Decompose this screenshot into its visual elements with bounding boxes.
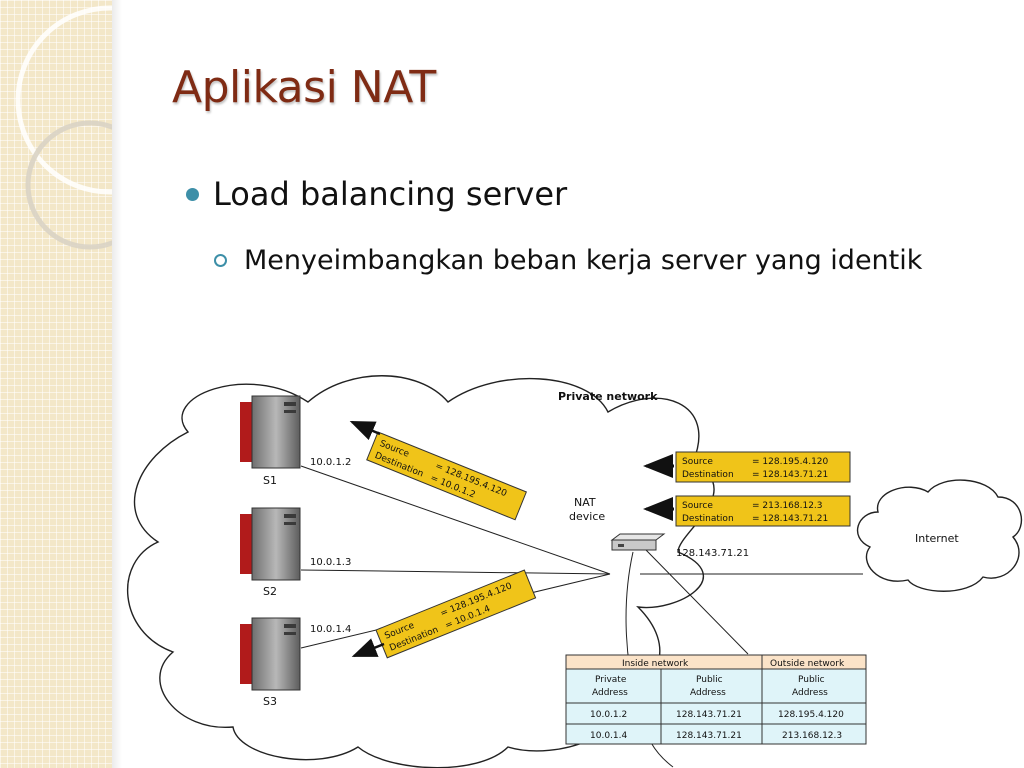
table-group-outside: Outside network (770, 659, 845, 669)
nat-translation-table: Inside network Outside network Private A… (565, 654, 867, 745)
nat-label-line2: device (569, 510, 605, 523)
tag-in2-dest-label: Destination (682, 514, 734, 524)
table-row2-public-out: 213.168.12.3 (782, 731, 842, 741)
tag-in1-dest-value: = 128.143.71.21 (752, 470, 828, 480)
bullet-dot-icon (186, 187, 199, 201)
server-s2-name: S2 (263, 585, 277, 598)
arrow-to-s3 (351, 638, 385, 658)
server-s3-ip: 10.0.1.4 (310, 624, 351, 635)
private-network-label: Private network (558, 390, 658, 403)
bullet-level-2: Menyeimbangkan beban kerja server yang i… (214, 240, 934, 282)
table-row2-private: 10.0.1.4 (590, 731, 627, 741)
server-s1-name: S1 (263, 474, 277, 487)
table-row1-public-out: 128.195.4.120 (778, 710, 844, 720)
nat-device-icon (610, 533, 666, 551)
table-group-inside: Inside network (622, 659, 689, 669)
decorative-side-strip (0, 0, 112, 768)
table-col1-line2: Address (592, 688, 628, 698)
link-table (645, 549, 749, 655)
internet-label: Internet (915, 532, 959, 545)
table-col2-line2: Address (690, 688, 726, 698)
server-s1-ip: 10.0.1.2 (310, 457, 351, 468)
slide-title: Aplikasi NAT (172, 62, 436, 113)
link-s1 (300, 465, 611, 575)
arrow-to-s1 (349, 420, 381, 441)
tag-in1-source-value: = 128.195.4.120 (752, 457, 829, 467)
strip-shadow (112, 0, 122, 768)
decorative-circles (15, 5, 112, 250)
nat-load-balancing-diagram: S1 10.0.1.2 S2 10.0.1.3 S3 10.0.1.4 Priv… (126, 375, 1023, 768)
table-row2-public-in: 128.143.71.21 (676, 731, 742, 741)
bullet-level-1: Load balancing server (186, 175, 567, 213)
table-col3-line1: Public (798, 675, 825, 685)
bullet-ring-icon (214, 254, 227, 267)
tag-in1-dest-label: Destination (682, 470, 734, 480)
tag-in2-dest-value: = 128.143.71.21 (752, 514, 828, 524)
packet-tag-inbound-2: Source = 213.168.12.3 Destination = 128.… (675, 495, 851, 527)
internet-cloud (856, 479, 1023, 592)
tag-in2-source-label: Source (682, 501, 713, 511)
server-s1-icon (240, 395, 301, 469)
table-row1-public-in: 128.143.71.21 (676, 710, 742, 720)
nat-ip: 128.143.71.21 (676, 548, 749, 559)
table-col1-line1: Private (595, 675, 627, 685)
tag-in2-source-value: = 213.168.12.3 (752, 501, 823, 511)
nat-label-line1: NAT (574, 496, 596, 509)
server-s3-name: S3 (263, 695, 277, 708)
link-s2 (300, 569, 611, 575)
tag-in1-source-label: Source (682, 457, 713, 467)
server-s2-ip: 10.0.1.3 (310, 557, 351, 568)
bullet-1-text: Load balancing server (213, 175, 568, 213)
server-s2-icon (240, 507, 301, 581)
table-row1-private: 10.0.1.2 (590, 710, 627, 720)
packet-tag-s1: Source = 128.195.4.120 Destination = 10.… (366, 431, 528, 521)
packet-tag-inbound-1: Source = 128.195.4.120 Destination = 128… (675, 451, 851, 483)
bullet-2-text: Menyeimbangkan beban kerja server yang i… (244, 245, 923, 276)
table-col2-line1: Public (696, 675, 723, 685)
server-s3-icon (240, 617, 301, 691)
table-col3-line2: Address (792, 688, 828, 698)
